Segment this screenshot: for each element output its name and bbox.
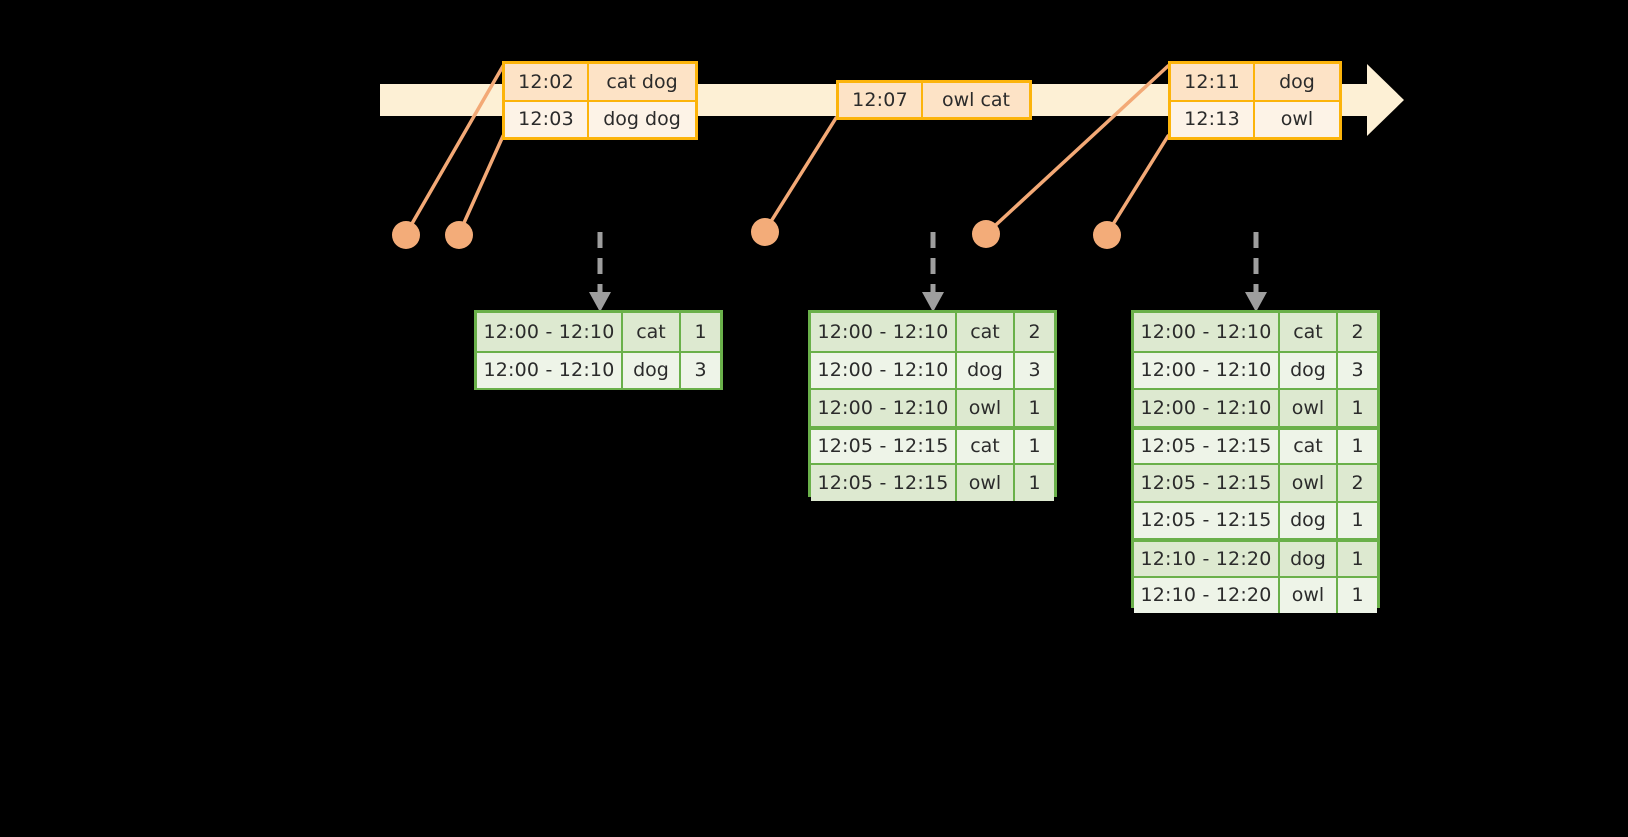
cell-window: 12:10 - 12:20 <box>1134 542 1280 576</box>
event-words: dog <box>1279 70 1315 93</box>
cell-window: 12:10 - 12:20 <box>1134 577 1280 613</box>
cell-word: dog <box>623 352 681 388</box>
event-dots <box>392 218 1121 249</box>
cell-window: 12:00 - 12:10 <box>1134 352 1280 388</box>
cell-window: 12:00 - 12:10 <box>1134 313 1280 351</box>
event-dot-1207 <box>751 218 779 246</box>
cell-count: 1 <box>1028 396 1041 419</box>
event-words: cat dog <box>606 70 678 93</box>
cell-count: 3 <box>1028 359 1041 382</box>
timeline-event-group-2[interactable]: 12:07 owl cat <box>836 80 1032 120</box>
event-time: 12:02 <box>505 64 589 100</box>
cell-word: dog <box>1280 542 1338 576</box>
cell-word: owl <box>957 465 1015 501</box>
cell-word: owl <box>1280 577 1338 613</box>
cell-count: 1 <box>1351 547 1364 570</box>
cell-window: 12:00 - 12:10 <box>1134 390 1280 426</box>
cell-word: dog <box>1280 502 1338 538</box>
cell-word: cat <box>957 313 1015 351</box>
event-words: owl <box>1280 108 1314 131</box>
cell-window: 12:05 - 12:15 <box>1134 429 1280 463</box>
event-time: 12:03 <box>505 101 589 137</box>
cell-word: cat <box>623 313 681 351</box>
cell-word: cat <box>1280 313 1338 351</box>
cell-count: 1 <box>1351 584 1364 607</box>
cell-word: owl <box>957 390 1015 426</box>
event-dot-1213 <box>1093 221 1121 249</box>
cell-word: owl <box>1280 390 1338 426</box>
cell-window: 12:05 - 12:15 <box>1134 502 1280 538</box>
cell-window: 12:00 - 12:10 <box>477 352 623 388</box>
cell-word: dog <box>1280 352 1338 388</box>
cell-count: 2 <box>1351 320 1364 343</box>
cell-window: 12:05 - 12:15 <box>811 465 957 501</box>
event-dot-1211 <box>972 220 1000 248</box>
event-words: dog dog <box>603 108 681 131</box>
emit-arrow-2 <box>922 232 944 312</box>
emit-arrow-3 <box>1245 232 1267 312</box>
emit-arrow-1 <box>589 232 611 312</box>
emit-arrows <box>589 232 1267 312</box>
event-time: 12:13 <box>1171 101 1255 137</box>
timeline-event-row[interactable]: 12:13 owl <box>1171 99 1339 137</box>
cell-count: 2 <box>1351 471 1364 494</box>
cell-count: 1 <box>694 320 707 343</box>
event-dot-1203 <box>445 221 473 249</box>
cell-count: 1 <box>1351 509 1364 532</box>
cell-count: 1 <box>1028 435 1041 458</box>
cell-window: 12:05 - 12:15 <box>811 429 957 463</box>
event-dot-1202 <box>392 221 420 249</box>
cell-window: 12:00 - 12:10 <box>811 313 957 351</box>
cell-window: 12:00 - 12:10 <box>811 390 957 426</box>
event-time: 12:07 <box>839 83 923 117</box>
cell-window: 12:05 - 12:15 <box>1134 465 1280 501</box>
cell-word: cat <box>957 429 1015 463</box>
timeline-event-row[interactable]: 12:03 dog dog <box>505 99 695 137</box>
cell-count: 2 <box>1028 320 1041 343</box>
cell-window: 12:00 - 12:10 <box>477 313 623 351</box>
cell-count: 1 <box>1028 471 1041 494</box>
cell-window: 12:00 - 12:10 <box>811 352 957 388</box>
event-words: owl cat <box>941 89 1011 111</box>
timeline-event-row[interactable]: 12:07 owl cat <box>839 83 1029 117</box>
cell-count: 1 <box>1351 435 1364 458</box>
timeline-event-row[interactable]: 12:02 cat dog <box>505 64 695 100</box>
timeline-event-group-3[interactable]: 12:11 dog 12:13 owl <box>1168 61 1342 140</box>
cell-count: 3 <box>1351 359 1364 382</box>
cell-word: owl <box>1280 465 1338 501</box>
timeline-event-group-1[interactable]: 12:02 cat dog 12:03 dog dog <box>502 61 698 140</box>
event-time: 12:11 <box>1171 64 1255 100</box>
cell-word: dog <box>957 352 1015 388</box>
timeline-event-row[interactable]: 12:11 dog <box>1171 64 1339 100</box>
cell-count: 3 <box>694 359 707 382</box>
cell-count: 1 <box>1351 396 1364 419</box>
cell-word: cat <box>1280 429 1338 463</box>
